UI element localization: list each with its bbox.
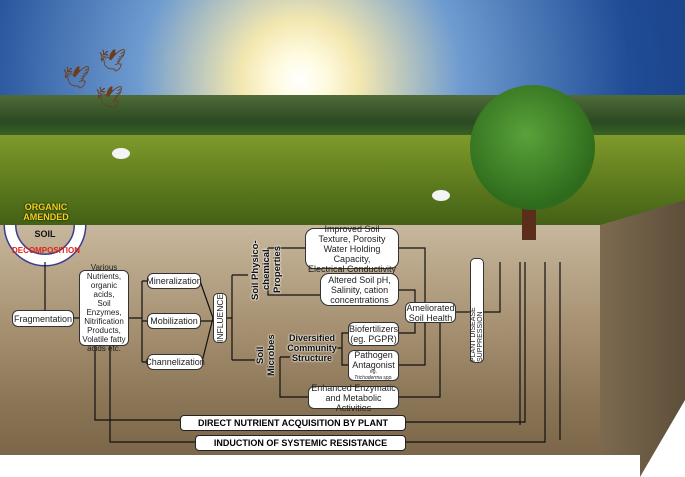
plant-disease-suppression-box: PLANT DISEASE SUPPRESSION: [470, 258, 484, 363]
nutrients-line: Products,: [87, 326, 121, 335]
mineralization-box: Mineralization: [146, 273, 202, 289]
amended-label: AMENDED: [23, 212, 69, 222]
soil-label: SOIL: [34, 229, 56, 239]
bird-icon: 🕊: [95, 85, 123, 110]
box-line: Texture, Porosity: [318, 233, 386, 244]
rabbit-icon: [112, 148, 130, 159]
microbes-label: Soil Microbes: [255, 334, 277, 377]
box-line: eg.: [370, 369, 377, 375]
label-line: Diversified: [288, 333, 336, 343]
label-line: Structure: [291, 353, 332, 363]
rabbit-icon: [432, 190, 450, 201]
enhanced-enzymatic-box: Enhanced Enzymatic and Metabolic Activit…: [308, 382, 399, 413]
decomposition-label: DECOMPOSITION: [11, 246, 80, 255]
box-line: Trichoderma spp.: [354, 375, 393, 381]
fragmentation-box: Fragmentation: [12, 310, 74, 327]
box-line: Pathogen: [354, 350, 393, 360]
box-line: Electrical Conductivity: [307, 263, 397, 274]
box-line: Salinity, cation: [330, 284, 389, 295]
influence-box: INFLUENCE: [213, 293, 227, 343]
biofertilizers-box: Biofertilizers (eg. PGPR): [348, 322, 399, 346]
organic-label: ORGANIC: [24, 202, 68, 212]
box-line: Ameliorated: [406, 302, 455, 313]
tree-crown: [470, 85, 595, 210]
physicochemical-label: Soil Physico-chemical Properties: [250, 240, 283, 300]
box-line: Water Holding Capacity,: [323, 243, 381, 264]
label-line: Community: [287, 343, 337, 353]
nutrients-line: Various: [90, 263, 118, 272]
nutrients-box: Various Nutrients, organic acids, Soil E…: [79, 263, 129, 353]
nutrients-line: Soil Enzymes,: [86, 299, 122, 317]
box-line: Enhanced Enzymatic: [311, 382, 396, 393]
direct-nutrient-bar: DIRECT NUTRIENT ACQUISITION BY PLANT: [180, 415, 406, 431]
box-line: Soil Health: [408, 312, 453, 323]
improved-texture-box: Improved Soil Texture, Porosity Water Ho…: [305, 224, 399, 274]
box-line: (eg. PGPR): [350, 334, 397, 344]
nutrients-line: Volatile fatty: [82, 335, 126, 344]
bird-icon: 🕊: [62, 65, 90, 90]
box-line: and Metabolic Activities: [325, 392, 382, 413]
box-line: concentrations: [330, 294, 389, 305]
bottom-margin: [0, 455, 640, 477]
nutrients-line: Nutrients,: [86, 272, 122, 281]
mobilization-box: Mobilization: [147, 313, 201, 329]
bird-icon: 🕊: [98, 48, 126, 73]
induction-resistance-bar: INDUCTION OF SYSTEMIC RESISTANCE: [195, 435, 406, 451]
box-line: Biofertilizers: [349, 324, 399, 334]
box-line: Antagonist: [352, 360, 395, 370]
nutrients-line: Nitrification: [84, 317, 124, 326]
nutrients-line: acids etc.: [87, 344, 121, 353]
altered-ph-box: Altered Soil pH, Salinity, cation concen…: [320, 273, 399, 306]
box-line: Altered Soil pH,: [328, 274, 391, 285]
pathogen-antagonist-box: Pathogen Antagonist eg. Trichoderma spp.: [348, 350, 399, 381]
channelization-box: Channelization: [145, 354, 205, 370]
nutrients-line: organic acids,: [90, 281, 118, 299]
ameliorated-soil-box: Ameliorated Soil Health: [405, 302, 456, 323]
box-line: Improved Soil: [324, 223, 380, 234]
diversified-label: Diversified Community Structure: [287, 333, 337, 363]
